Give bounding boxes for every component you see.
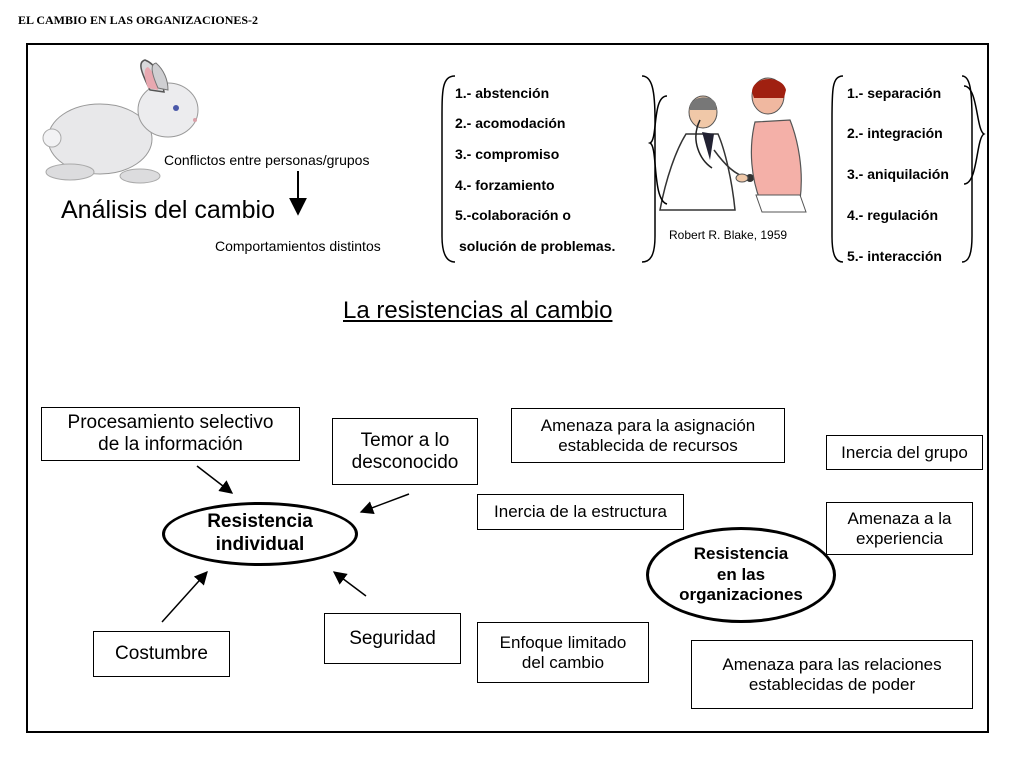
behaviors-text: Comportamientos distintos	[215, 238, 381, 254]
box-line: experiencia	[856, 529, 943, 549]
habit-box: Costumbre	[93, 631, 230, 677]
box-line: de la información	[98, 434, 243, 456]
ellipse-line: en las	[717, 565, 765, 585]
slide-header: EL CAMBIO EN LAS ORGANIZACIONES-2	[18, 13, 258, 28]
box-line: Amenaza a la	[848, 509, 952, 529]
outcome-item: 5.- interacción	[847, 248, 942, 264]
ellipse-line: Resistencia	[207, 511, 313, 534]
individual-resistance-ellipse: Resistencia individual	[162, 502, 358, 566]
power-threat-box: Amenaza para las relaciones establecidas…	[691, 640, 973, 709]
box-line: Enfoque limitado	[500, 633, 627, 653]
structure-inertia-box: Inercia de la estructura	[477, 494, 684, 530]
conflicts-text: Conflictos entre personas/grupos	[164, 152, 369, 168]
box-line: Temor a lo	[361, 430, 450, 452]
organizational-resistance-ellipse: Resistencia en las organizaciones	[646, 527, 836, 623]
outcome-item: 2.- integración	[847, 125, 943, 141]
ellipse-line: individual	[216, 534, 305, 557]
style-item: 4.- forzamiento	[455, 177, 555, 193]
group-inertia-box: Inercia del grupo	[826, 435, 983, 470]
box-line: establecida de recursos	[558, 436, 738, 456]
box-line: Amenaza para las relaciones	[722, 655, 941, 675]
outcome-item: 3.- aniquilación	[847, 166, 949, 182]
resource-threat-box: Amenaza para la asignación establecida d…	[511, 408, 785, 463]
box-line: Amenaza para la asignación	[541, 416, 756, 436]
section-title: La resistencias al cambio	[343, 297, 612, 325]
style-item: 3.- compromiso	[455, 146, 559, 162]
analysis-title: Análisis del cambio	[61, 196, 275, 225]
limited-focus-box: Enfoque limitado del cambio	[477, 622, 649, 683]
style-item: 2.- acomodación	[455, 115, 565, 131]
photo-caption: Robert R. Blake, 1959	[669, 228, 787, 242]
style-item: solución de problemas.	[459, 238, 615, 254]
ellipse-line: Resistencia	[694, 544, 789, 564]
fear-unknown-box: Temor a lo desconocido	[332, 418, 478, 485]
expertise-threat-box: Amenaza a la experiencia	[826, 502, 973, 555]
box-line: establecidas de poder	[749, 675, 915, 695]
box-line: Procesamiento selectivo	[68, 412, 274, 434]
security-box: Seguridad	[324, 613, 461, 664]
box-line: del cambio	[522, 653, 604, 673]
style-item: 1.- abstención	[455, 85, 549, 101]
outcome-item: 1.- separación	[847, 85, 941, 101]
selective-processing-box: Procesamiento selectivo de la informació…	[41, 407, 300, 461]
ellipse-line: organizaciones	[679, 585, 803, 605]
style-item: 5.-colaboración o	[455, 207, 571, 223]
box-line: desconocido	[352, 452, 459, 474]
outcome-item: 4.- regulación	[847, 207, 938, 223]
